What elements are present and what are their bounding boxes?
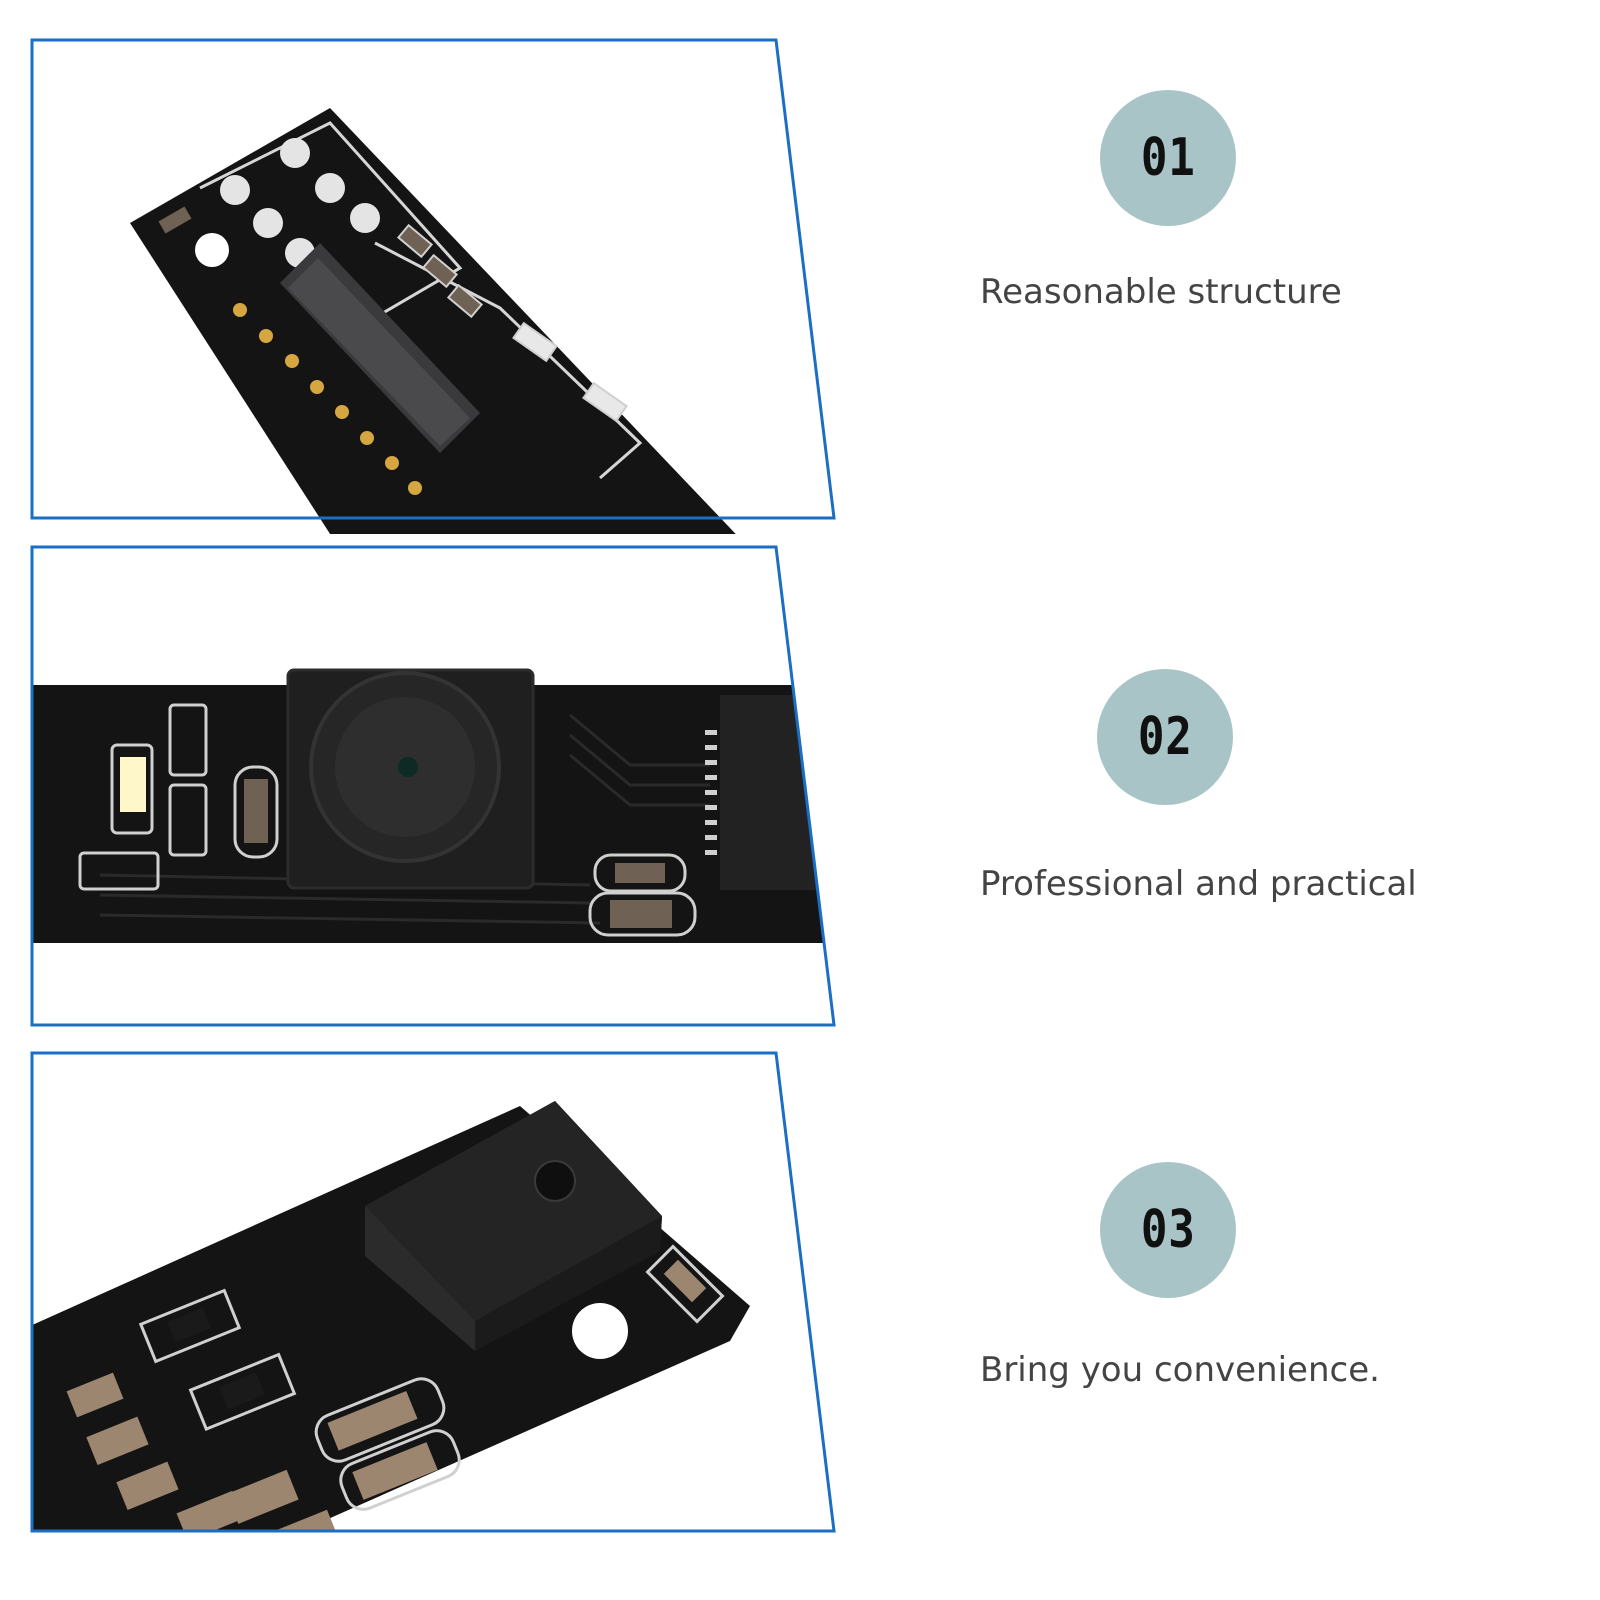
product-photo-microphone	[30, 1051, 860, 1551]
product-photo-connector	[30, 38, 860, 538]
feature-number-badge: 02	[1097, 669, 1233, 805]
feature-number-badge: 03	[1100, 1162, 1236, 1298]
feature-number: 03	[1140, 1200, 1196, 1260]
feature-number-badge: 01	[1100, 90, 1236, 226]
feature-caption: Reasonable structure	[980, 272, 1342, 312]
feature-caption: Bring you convenience.	[980, 1350, 1380, 1390]
feature-number: 02	[1137, 707, 1193, 767]
feature-caption: Professional and practical	[980, 864, 1417, 904]
feature-number: 01	[1140, 128, 1196, 188]
product-photo-camera	[30, 545, 860, 1045]
